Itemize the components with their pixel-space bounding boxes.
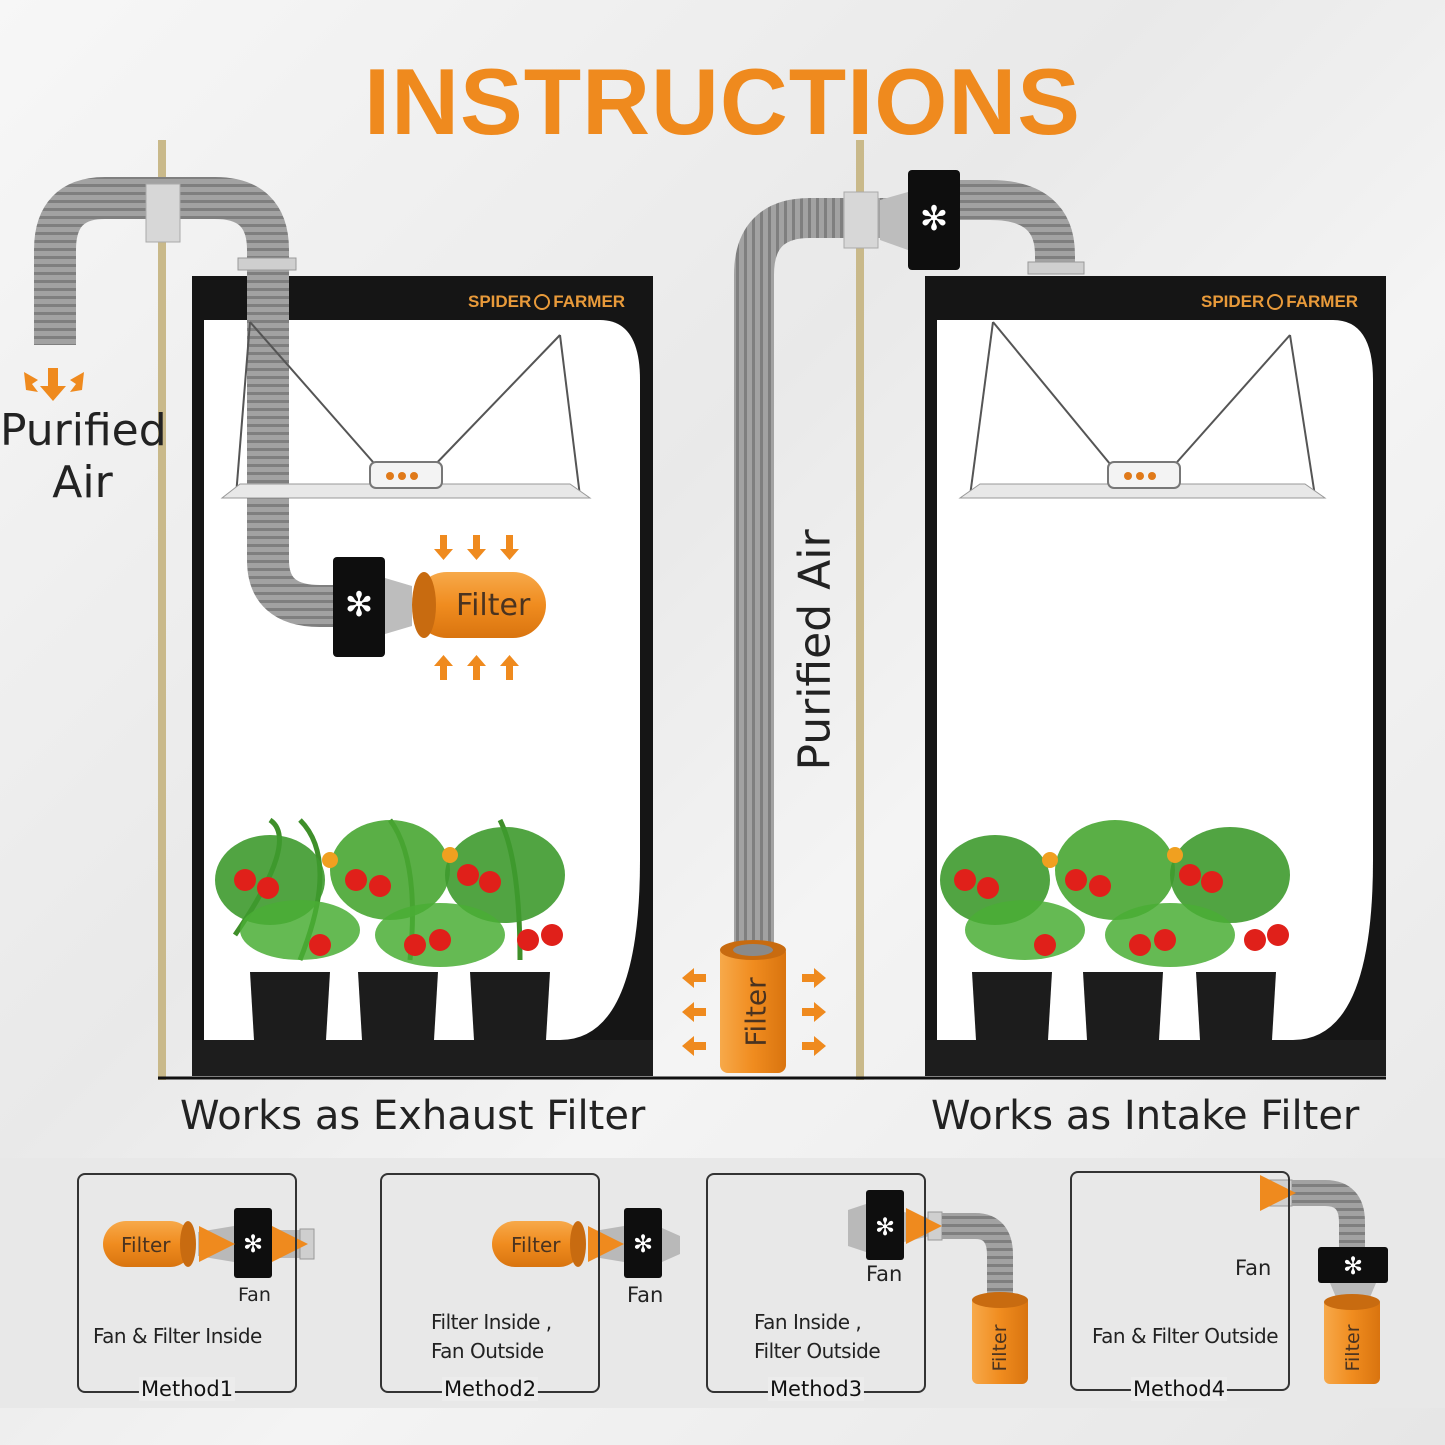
method1-box (77, 1173, 297, 1393)
svg-text:✻: ✻ (633, 1230, 653, 1258)
right-plants (940, 820, 1290, 1040)
method4-diagram: ✻ (1260, 1175, 1388, 1384)
brand-sun-icon (1267, 294, 1284, 310)
method2-diagram: ✻ (492, 1208, 680, 1278)
purified-air-line2: Air (52, 457, 113, 508)
left-filter-airflow-arrows (434, 535, 519, 680)
method3-fan-label: Fan (866, 1262, 903, 1286)
method2-desc-line2: Fan Outside (431, 1339, 544, 1363)
left-pole (158, 140, 166, 1080)
left-plants (215, 817, 565, 1040)
method3-diagram: ✻ (848, 1190, 1028, 1384)
method4-name: Method4 (1130, 1377, 1228, 1401)
brand-sun-icon (534, 294, 551, 310)
method1-filter-label: Filter (121, 1233, 171, 1257)
left-grow-light (220, 321, 592, 499)
purified-air-label-left: Purified Air (0, 405, 167, 509)
svg-text:✻: ✻ (243, 1230, 263, 1258)
middle-filter-airflow-arrows (682, 968, 826, 1056)
method1-description: Fan & Filter Inside (93, 1322, 262, 1351)
method2-name: Method2 (441, 1377, 539, 1401)
left-fan: ✻ (333, 557, 412, 657)
svg-text:✻: ✻ (1343, 1252, 1363, 1280)
method2-fan-label: Fan (627, 1283, 664, 1307)
left-brand-logo: SPIDER FARMER (468, 292, 625, 312)
method4-fan-label: Fan (1235, 1256, 1272, 1280)
left-filter-label: Filter (456, 588, 531, 623)
middle-filter (720, 940, 786, 1073)
middle-duct (734, 180, 1085, 950)
method4-box (1070, 1171, 1290, 1391)
middle-pole (856, 140, 864, 1080)
exhaust-caption: Works as Exhaust Filter (180, 1093, 646, 1139)
method3-description: Fan Inside , Filter Outside (754, 1308, 881, 1366)
svg-text:✻: ✻ (875, 1213, 895, 1241)
method2-filter-label: Filter (511, 1233, 561, 1257)
right-brand-logo: SPIDER FARMER (1201, 292, 1358, 312)
methods-band (0, 1158, 1445, 1408)
purified-air-line1: Purified (0, 405, 167, 456)
method4-filter-label: Filter (1342, 1324, 1364, 1372)
page-title: INSTRUCTIONS (364, 49, 1081, 154)
brand-name: SPIDER (468, 292, 532, 311)
method3-filter-label: Filter (989, 1324, 1011, 1372)
method1-fan-label: Fan (238, 1284, 271, 1306)
method2-description: Filter Inside , Fan Outside (431, 1308, 552, 1366)
purified-air-arrows-left (24, 368, 84, 401)
left-filter (412, 572, 546, 638)
brand-suffix: FARMER (553, 292, 626, 311)
svg-text:✻: ✻ (345, 585, 374, 625)
method1-desc-line1: Fan & Filter Inside (93, 1324, 262, 1348)
method4-desc-line1: Fan & Filter Outside (1092, 1324, 1279, 1348)
left-duct (34, 177, 340, 627)
method4-description: Fan & Filter Outside (1092, 1322, 1279, 1351)
brand-name: SPIDER (1201, 292, 1265, 311)
method3-name: Method3 (767, 1377, 865, 1401)
method1-name: Method1 (138, 1377, 236, 1401)
method2-desc-line1: Filter Inside , (431, 1310, 552, 1334)
method3-desc-line1: Fan Inside , (754, 1310, 862, 1334)
method1-diagram: ✻ (103, 1208, 315, 1278)
brand-suffix: FARMER (1286, 292, 1359, 311)
middle-fan: ✻ (908, 170, 960, 270)
purified-air-label-vertical: Purified Air (789, 529, 841, 771)
intake-caption: Works as Intake Filter (931, 1093, 1360, 1139)
svg-text:✻: ✻ (920, 199, 949, 239)
middle-filter-label: Filter (739, 977, 773, 1047)
method3-desc-line2: Filter Outside (754, 1339, 881, 1363)
right-grow-light (958, 321, 1327, 499)
